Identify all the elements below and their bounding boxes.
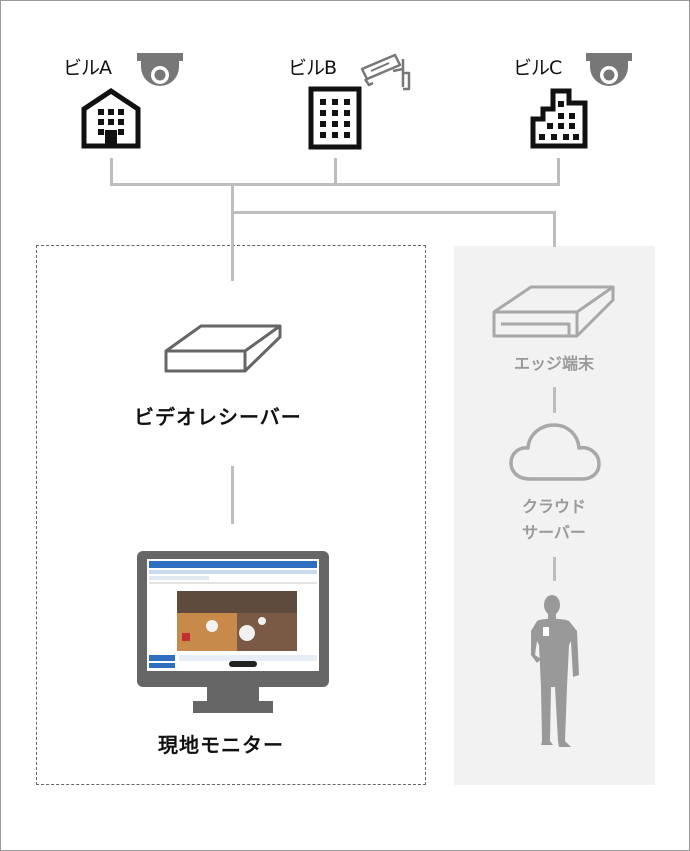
cloud-server-label: クラウド サーバー [494, 494, 614, 546]
drop-line-a [110, 158, 113, 185]
branch-line [231, 211, 556, 214]
building-b-label: ビルB [288, 57, 337, 79]
cloud-server-label-line1: クラウド [521, 497, 586, 516]
building-c-label: ビルC [513, 57, 562, 79]
receiver-monitor-line [231, 466, 234, 524]
trunk-line [231, 185, 234, 281]
drop-line-c [557, 158, 560, 185]
building-c-icon [530, 88, 588, 149]
bullet-camera-icon [360, 53, 411, 91]
video-receiver-label: ビデオレシーバー [134, 405, 302, 429]
monitor-icon [137, 551, 329, 713]
branch-drop-line [553, 211, 556, 247]
dome-camera-icon [586, 53, 632, 86]
cloud-user-line [553, 557, 556, 581]
building-a-label: ビルA [63, 57, 112, 79]
monitor-label: 現地モニター [158, 733, 284, 757]
cloud-server-label-line2: サーバー [522, 523, 586, 542]
video-receiver-icon [164, 324, 282, 373]
edge-device-label: エッジ端末 [513, 354, 594, 373]
person-icon [531, 595, 579, 747]
cloud-icon [509, 423, 601, 481]
drop-line-b [334, 158, 337, 185]
edge-device-icon [492, 285, 615, 338]
building-b-icon [308, 86, 362, 150]
edge-cloud-line [553, 387, 556, 413]
dome-camera-icon [137, 53, 183, 86]
building-a-icon [81, 87, 141, 149]
